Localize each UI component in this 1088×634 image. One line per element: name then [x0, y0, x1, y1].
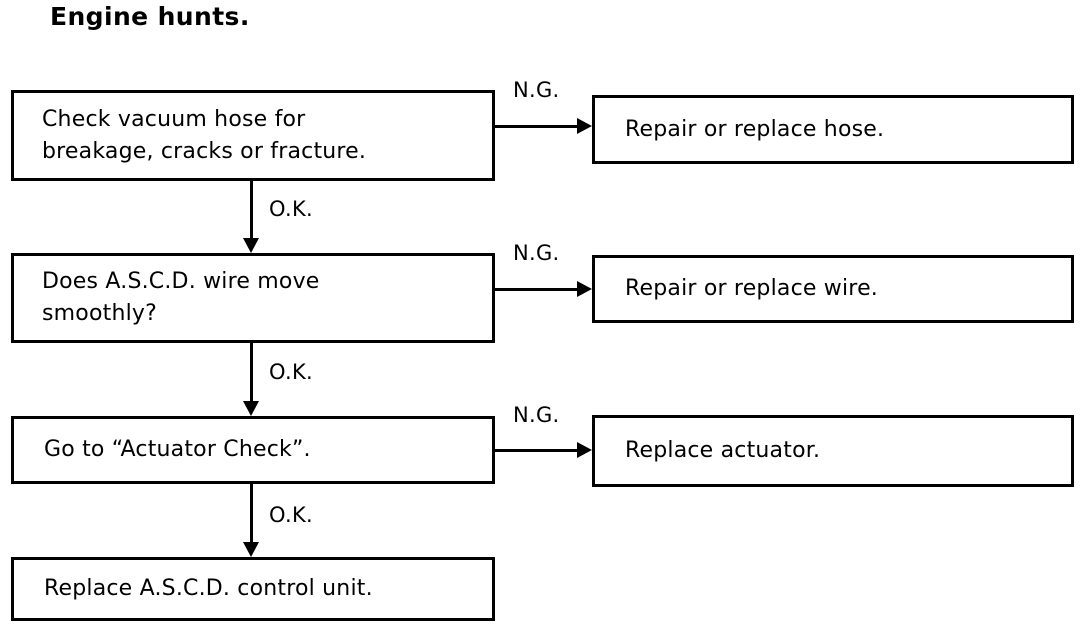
edge-label-ok-2: O.K.: [269, 360, 313, 384]
connector-ok-3b: [250, 528, 253, 544]
node-does-ascd-wire-move-smoothly: Does A.S.C.D. wire move smoothly?: [11, 253, 495, 343]
connector-ng-2: [494, 288, 578, 291]
page-title: Engine hunts.: [50, 2, 250, 31]
arrowhead-ok-3: [243, 542, 259, 557]
node-text-line: Repair or replace hose.: [625, 116, 885, 142]
connector-ok-3: [250, 484, 253, 528]
arrowhead-ok-2: [243, 401, 259, 416]
edge-label-ng-1: N.G.: [513, 78, 560, 102]
node-text-line: smoothly?: [42, 301, 157, 326]
node-repair-or-replace-wire: Repair or replace wire.: [592, 255, 1074, 323]
node-replace-ascd-control-unit: Replace A.S.C.D. control unit.: [11, 557, 495, 621]
arrowhead-ng-3: [577, 442, 592, 458]
edge-label-ok-3: O.K.: [269, 503, 313, 527]
connector-ng-3: [494, 449, 578, 452]
node-check-vacuum-hose: Check vacuum hose for breakage, cracks o…: [11, 90, 495, 181]
node-text-line: Replace A.S.C.D. control unit.: [44, 576, 373, 601]
arrowhead-ok-1: [243, 238, 259, 253]
connector-ok-1: [250, 181, 253, 239]
connector-ok-2: [250, 343, 253, 402]
node-text-line: Does A.S.C.D. wire move: [42, 269, 320, 294]
node-repair-or-replace-hose: Repair or replace hose.: [592, 95, 1074, 164]
node-text-line: Check vacuum hose for: [42, 106, 306, 132]
arrowhead-ng-1: [577, 118, 592, 134]
node-replace-actuator: Replace actuator.: [592, 415, 1074, 487]
connector-ng-1: [494, 125, 578, 128]
node-text-line: Repair or replace wire.: [625, 276, 879, 301]
node-text-line: Replace actuator.: [625, 438, 821, 463]
node-text-line: breakage, cracks or fracture.: [42, 138, 367, 164]
edge-label-ng-3: N.G.: [513, 403, 560, 427]
edge-label-ok-1: O.K.: [269, 197, 313, 221]
edge-label-ng-2: N.G.: [513, 241, 560, 265]
node-go-to-actuator-check: Go to “Actuator Check”.: [11, 416, 495, 484]
arrowhead-ng-2: [577, 281, 592, 297]
node-text-line: Go to “Actuator Check”.: [44, 437, 311, 462]
